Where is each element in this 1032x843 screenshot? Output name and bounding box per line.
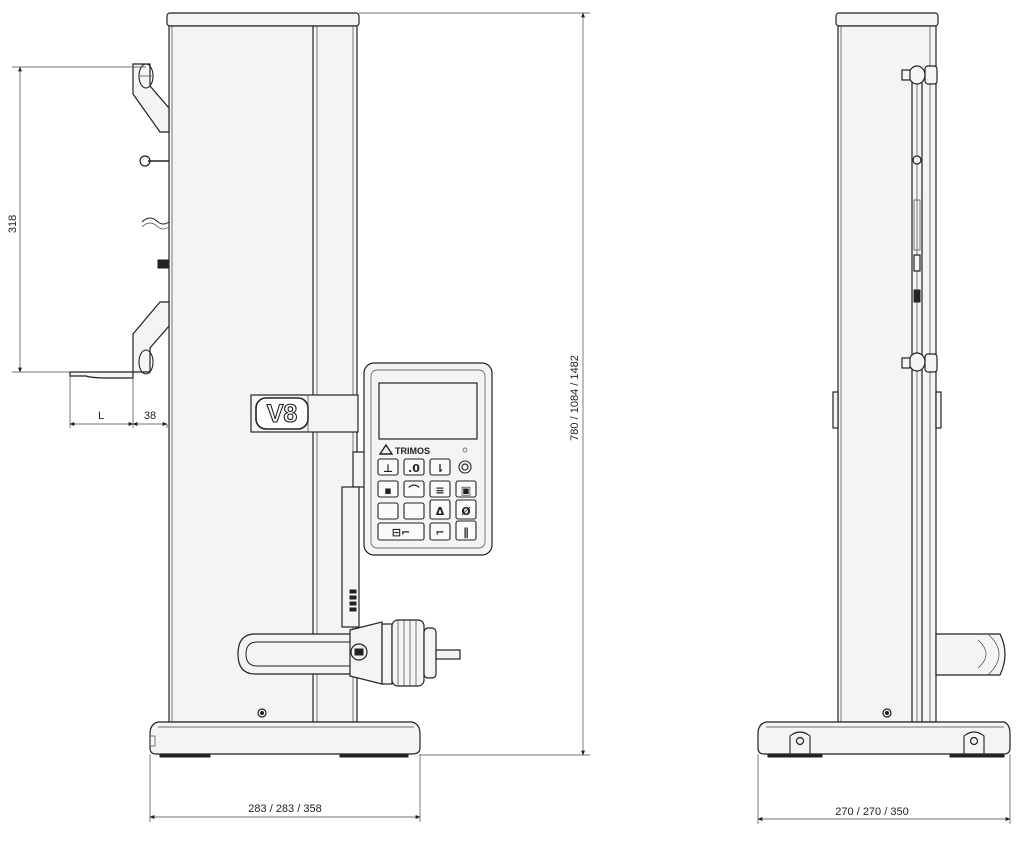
key-step-icon [429,458,451,476]
key-diameter-icon [455,499,477,520]
dim-side-base-label: 270 / 270 / 350 [835,806,908,818]
svg-text:⌐: ⌐ [435,526,444,539]
svg-text:⌒: ⌒ [408,483,421,497]
svg-text:≡: ≡ [435,484,444,497]
key-curve-icon [403,480,425,498]
front-view: V8 [7,12,590,822]
front-dimensions: 318 L 38 780 / 1084 / 1482 283 / 283 / 3… [7,12,590,822]
side-view: 270 / 270 / 350 [757,12,1011,824]
column [166,12,360,723]
brand-logo-text: TRIMOS [395,446,430,456]
carriage [237,451,461,687]
display-screen [378,382,478,440]
svg-text:⇂: ⇂ [435,462,444,475]
key-list-icon [429,480,451,498]
key-perp-icon [455,520,477,541]
side-dimensions: 270 / 270 / 350 [757,754,1011,824]
key-enter-icon [377,522,425,541]
svg-text:▪: ▪ [384,484,391,497]
dim-offset-label: 38 [144,410,156,422]
model-badge: V8 [250,394,359,433]
svg-text:Δ: Δ [436,505,445,518]
svg-text:⊥: ⊥ [383,462,393,475]
probe-holder [69,63,170,379]
svg-text:⊟⌐: ⊟⌐ [392,526,410,539]
control-panel: TRIMOS Ø Δ ∥ .0 [363,362,493,556]
dim-height-label: 780 / 1084 / 1482 [569,355,581,441]
svg-text:∥: ∥ [463,526,469,539]
svg-text:.0: .0 [408,462,420,475]
key-up-icon [377,458,399,476]
key-zero-icon [403,458,425,476]
key-mode-icon [377,480,399,498]
key-delta-icon [429,499,451,520]
model-badge-text: V8 [267,400,298,428]
front-base [149,708,421,758]
dim-front-base-label: 283 / 283 / 358 [248,803,321,815]
dim-stroke-label: 318 [7,215,19,233]
svg-text:Ø: Ø [461,505,471,518]
svg-text:▣: ▣ [461,484,471,497]
dim-length-label: L [98,410,104,422]
key-print-icon [455,480,477,498]
